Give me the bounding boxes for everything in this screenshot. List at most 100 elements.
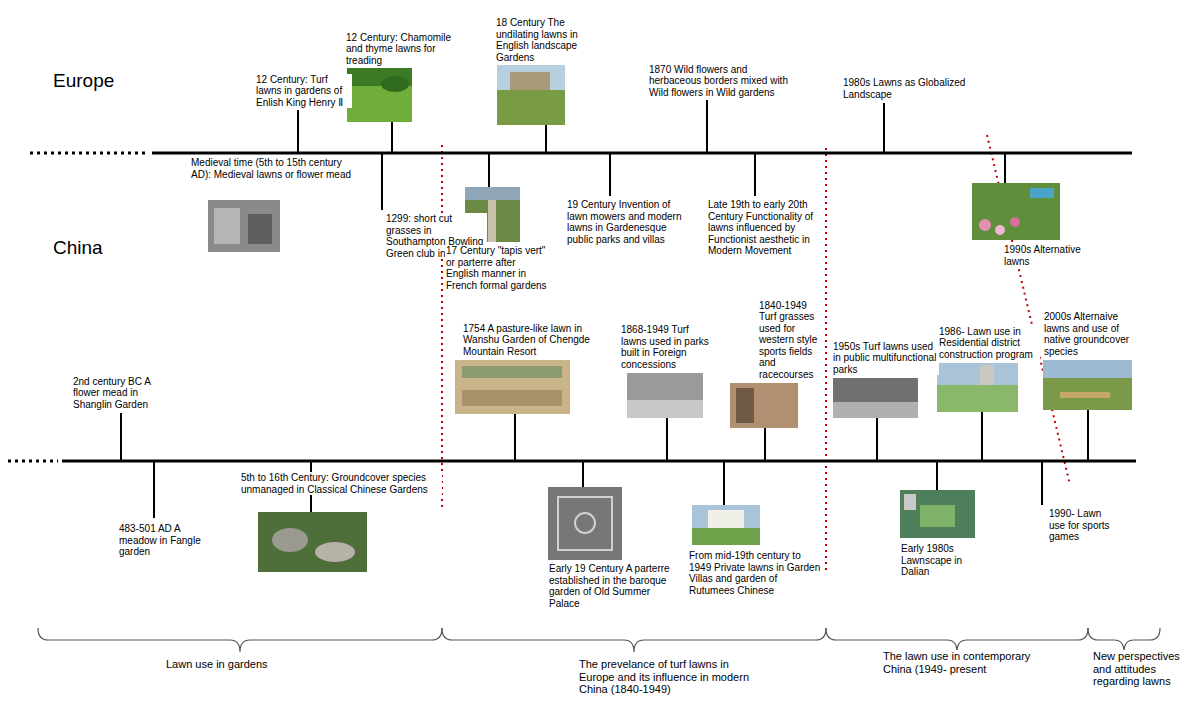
- tick: [1041, 461, 1043, 505]
- photo: [937, 363, 1018, 412]
- period-label: New perspectives and attitudes regarding…: [1092, 650, 1189, 688]
- timeline-event: 1868-1949 Turf lawns used in parks built…: [620, 324, 710, 370]
- timeline-event: 19 Century Invention of lawn mowers and …: [566, 199, 693, 245]
- photo-lawn: [627, 400, 703, 418]
- photo-chair: [1030, 188, 1054, 198]
- photo-lawn: [937, 385, 1018, 412]
- tick: [706, 100, 708, 153]
- photo-hills: [462, 366, 562, 378]
- axis-dotted: [8, 460, 58, 463]
- timeline-event: 2000s Alternaive lawns and use of native…: [1043, 311, 1145, 357]
- photo-rock: [272, 528, 308, 552]
- photo: [692, 505, 760, 545]
- tick: [381, 153, 383, 210]
- photo-grass: [1043, 378, 1132, 410]
- photo-rock: [315, 542, 355, 562]
- region-title: China: [52, 237, 104, 259]
- tick: [297, 110, 299, 153]
- photo-racecourse: [730, 383, 798, 428]
- photo-sky: [497, 65, 565, 125]
- tick: [883, 103, 885, 153]
- tick: [666, 418, 668, 461]
- tick: [754, 153, 756, 196]
- timeline-event: 12 Century: Turf lawns in gardens of Enl…: [255, 74, 352, 109]
- photo-villa: [708, 510, 744, 528]
- timeline-event: 1980s Lawns as Globalized Landscape: [842, 77, 974, 100]
- timeline-event: Late 19th to early 20th Century Function…: [707, 199, 819, 257]
- tick: [936, 461, 938, 490]
- timeline-event: 5th to 16th Century: Groundcover species…: [240, 472, 442, 495]
- photo-park: [627, 373, 703, 418]
- photo-sky: [937, 363, 1018, 412]
- photo-flower: [995, 225, 1005, 235]
- photo-garden: [258, 512, 367, 572]
- tick: [1087, 410, 1089, 461]
- photo: [730, 383, 798, 428]
- tick: [723, 461, 725, 505]
- photo-path: [1060, 392, 1110, 398]
- photo: [833, 378, 918, 418]
- china-axis: [62, 460, 1136, 463]
- timeline-event: 18 Century The undilating lawns in Engli…: [495, 17, 602, 63]
- tick: [609, 153, 611, 196]
- timeline-event: From mid-19th century to 1949 Private la…: [688, 550, 822, 596]
- photo-lawn: [497, 90, 565, 125]
- period-brace: [442, 628, 826, 652]
- tick: [120, 413, 122, 461]
- timeline-event: Early 19 Century A parterre established …: [548, 563, 675, 609]
- photo-sky: [1043, 360, 1132, 410]
- period-label: Lawn use in gardens: [165, 658, 269, 671]
- tick: [391, 122, 393, 153]
- photo-figure: [248, 214, 272, 244]
- photo: [900, 490, 975, 538]
- period-brace: [38, 628, 442, 652]
- photo-house: [510, 72, 550, 90]
- photo-painting: [455, 360, 570, 414]
- photo-lawn: [833, 402, 918, 418]
- period-divider: [441, 145, 443, 510]
- photo-sky: [692, 505, 760, 545]
- tick: [582, 461, 584, 487]
- photo-parterre: [575, 513, 595, 533]
- period-divider: [825, 148, 827, 570]
- timeline-event: 12 Century: Chamomile and thyme lawns fo…: [345, 32, 457, 67]
- tick: [514, 414, 516, 461]
- photo: [347, 68, 412, 122]
- tick: [981, 412, 983, 461]
- timeline-event: 1986- Lawn use in Residential district c…: [938, 326, 1040, 361]
- photo-parterre: [558, 497, 612, 550]
- period-label: The prevelance of turf lawns in Europe a…: [578, 658, 765, 696]
- timeline-event: Medieval time (5th to 15th century AD): …: [190, 157, 357, 180]
- photo-flower: [1010, 217, 1020, 227]
- tick: [488, 153, 490, 187]
- region-title: Europe: [52, 70, 115, 92]
- photo-engraving: [548, 487, 622, 560]
- period-brace: [1088, 628, 1160, 652]
- photo: [497, 65, 565, 125]
- photo-path: [488, 200, 496, 242]
- tick: [1004, 153, 1006, 183]
- timeline-event: 1990s Alternative lawns: [1003, 244, 1085, 267]
- photo-park: [833, 378, 918, 418]
- tick: [153, 461, 155, 518]
- tick: [545, 125, 547, 153]
- photo: [208, 200, 280, 252]
- photo: [548, 487, 622, 560]
- period-label: The lawn use in contemporary China (1949…: [882, 650, 1059, 675]
- photo-crowd: [462, 390, 562, 406]
- timeline-event: 1950s Turf lawns used in public multifun…: [832, 341, 939, 376]
- timeline-event: 1990- Lawn use for sports games: [1048, 508, 1112, 543]
- photo: [258, 512, 367, 572]
- timeline-event: 1840-1949 Turf grasses used for western …: [758, 300, 824, 381]
- photo-flower: [979, 219, 991, 231]
- photo-building: [904, 494, 916, 510]
- timeline-event: 17 Century "tapis vert" or parterre afte…: [445, 245, 552, 291]
- photo-lawn: [692, 528, 760, 545]
- photo: [455, 360, 570, 414]
- photo-figure: [214, 208, 240, 244]
- timeline-event: Early 1980s Lawnscape in Dalian: [900, 543, 982, 578]
- photo: [627, 373, 703, 418]
- tick: [876, 418, 878, 461]
- photo-lawn: [920, 505, 955, 527]
